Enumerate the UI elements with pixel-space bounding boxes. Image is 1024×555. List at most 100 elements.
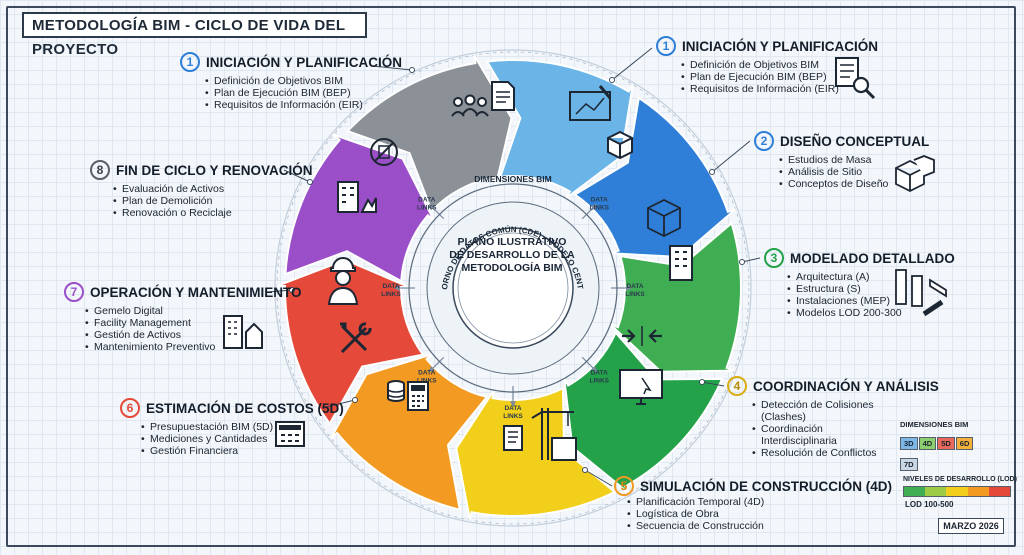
document-icon — [491, 81, 515, 111]
leader-dot-6 — [582, 467, 588, 473]
cycle-segment-1 — [572, 96, 737, 259]
phase-title: COORDINACIÓN Y ANÁLISIS — [753, 378, 939, 394]
list-item: Detección de Colisiones (Clashes) — [751, 399, 879, 423]
data-link-arrow-1 — [581, 203, 598, 220]
data-link-label: LINKS — [417, 205, 437, 212]
phase-number: 1 — [656, 36, 676, 56]
list-item: Definición de Objetivos BIM — [680, 59, 878, 71]
data-link-arrow-3 — [581, 356, 598, 373]
phase-title: MODELADO DETALLADO — [790, 250, 955, 266]
cycle-segment-4 — [455, 386, 617, 521]
cycle-segment-6 — [276, 258, 425, 426]
leader-line-2 — [611, 47, 653, 81]
outer-dotted-ring — [276, 51, 750, 525]
leader-line-7 — [321, 399, 356, 409]
list-item: Conceptos de Diseño — [778, 178, 929, 190]
leader-line-5 — [701, 381, 725, 387]
cycle-segments — [276, 54, 742, 521]
list-item: Planificación Temporal (4D) — [626, 496, 892, 508]
lod-gradient-bar — [903, 486, 1011, 497]
worker-icon — [327, 257, 359, 305]
phase-title: INICIACIÓN Y PLANIFICACIÓN — [682, 38, 879, 54]
leader-lines — [267, 47, 761, 487]
dimension-chip-6d: 6D — [955, 437, 974, 450]
phase-title: ESTIMACIÓN DE COSTOS (5D) — [146, 400, 344, 416]
phase-title: FIN DE CICLO Y RENOVACIÓN — [116, 162, 313, 178]
page-title: METODOLOGÍA BIM - CICLO DE VIDA DEL PROY… — [22, 12, 367, 58]
leader-dot-4 — [739, 259, 745, 265]
outer-dashed-ring — [274, 49, 752, 527]
center-title: PLANO ILUSTRATIVO DE DESARROLLO DE LA ME… — [449, 236, 575, 275]
data-link-label: DATA — [504, 405, 521, 412]
list-item: Gestión Financiera — [140, 445, 344, 457]
list-item: Secuencia de Construcción — [626, 520, 892, 532]
cycle-segment-3 — [563, 330, 724, 495]
leader-line-4 — [741, 257, 761, 263]
calculator-icon — [407, 381, 429, 411]
lod-band-4 — [967, 487, 989, 496]
building-icon — [669, 245, 693, 281]
list-item: Plan de Demolición — [112, 195, 313, 207]
data-link-arrow-4 — [428, 356, 445, 373]
phase-4: 4 COORDINACIÓN Y ANÁLISIS Detección de Co… — [727, 376, 939, 459]
data-link-label: LINKS — [503, 413, 523, 420]
leader-line-8 — [267, 289, 293, 293]
cycle-segment-2 — [609, 221, 742, 373]
center-title-line-2: DE DESARROLLO DE LA — [449, 249, 575, 261]
phase-number: 2 — [754, 131, 774, 151]
list-item: Estructura (S) — [786, 283, 955, 295]
cde-outer-ring — [408, 183, 618, 393]
list-item: Coordinación Interdisciplinaria — [751, 423, 879, 447]
phase-number: 7 — [64, 282, 84, 302]
data-link-label: DATA — [418, 197, 435, 204]
lod-band-1 — [904, 487, 926, 496]
lod-band-5 — [988, 487, 1011, 496]
lod-band-3 — [946, 487, 968, 496]
leader-line-1 — [371, 65, 413, 71]
list-item: Facility Management — [84, 317, 302, 329]
phase-number: 6 — [120, 398, 140, 418]
list-item: Plan de Ejecución BIM (BEP) — [680, 71, 878, 83]
data-link-label: DATA — [626, 283, 643, 290]
date-stamp: MARZO 2026 — [938, 518, 1004, 534]
no-building-icon — [370, 138, 398, 166]
list-item: Plan de Ejecución BIM (BEP) — [204, 87, 402, 99]
data-link-label: DATA — [591, 369, 608, 376]
leader-line-6 — [584, 469, 613, 487]
leader-dot-8 — [289, 287, 295, 293]
wireframe-cube-icon — [647, 198, 681, 238]
cycle-segment-5 — [330, 353, 489, 512]
data-link-label: DATA — [591, 197, 608, 204]
list-item: Evaluación de Activos — [112, 183, 313, 195]
tools-icon — [340, 322, 372, 354]
leader-dot-7 — [352, 397, 358, 403]
list-item: Presupuestación BIM (5D) — [140, 421, 344, 433]
list-item: Definición de Objetivos BIM — [204, 75, 402, 87]
leader-dot-5 — [699, 379, 705, 385]
cycle-segment-9 — [485, 59, 634, 200]
list-item: Requisitos de Información (EIR) — [204, 99, 402, 111]
phase-number: 8 — [90, 160, 110, 180]
leader-dot-1 — [409, 67, 415, 73]
list-item: Mediciones y Cantidades — [140, 433, 344, 445]
dimension-chip-4d: 4D — [918, 437, 937, 450]
list-item: Resolución de Conflictos — [751, 447, 939, 459]
center-core — [452, 227, 574, 349]
phase-number: 4 — [727, 376, 747, 396]
data-link-label: LINKS — [590, 377, 610, 384]
center-core-inner — [457, 232, 569, 344]
coins-icon — [387, 380, 405, 402]
leader-line-3 — [711, 140, 751, 173]
list-item: Requisitos de Información (EIR) — [680, 83, 878, 95]
phase-number: 1 — [180, 52, 200, 72]
list-item: Arquitectura (A) — [786, 271, 955, 283]
data-link-arrows: DATALINKSDATALINKSDATALINKSDATALINKSDATA… — [381, 197, 645, 420]
phase-title: OPERACIÓN Y MANTENIMIENTO — [90, 284, 302, 300]
monitor-icon — [619, 369, 663, 405]
